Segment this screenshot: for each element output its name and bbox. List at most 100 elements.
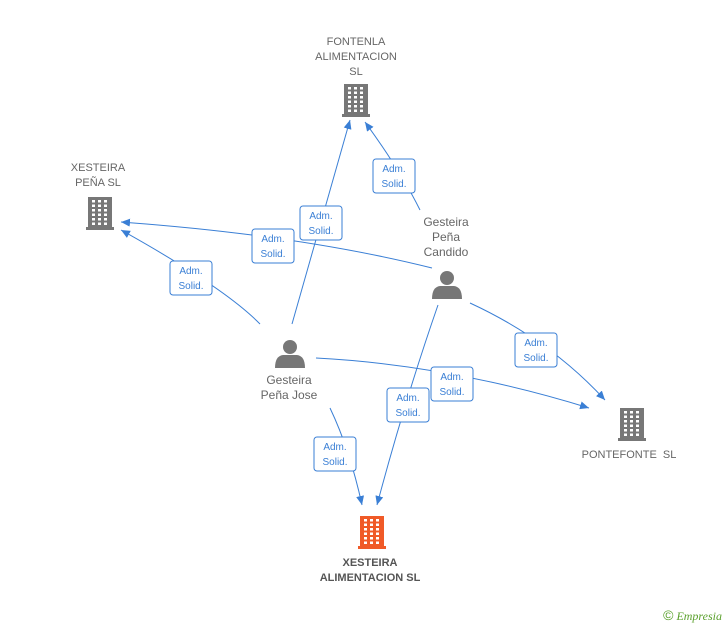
building-window xyxy=(376,519,379,522)
building-window xyxy=(370,528,373,531)
building-window xyxy=(104,209,107,212)
building-window xyxy=(624,429,627,432)
building-icon xyxy=(342,84,370,117)
building-window xyxy=(636,433,639,436)
building-window xyxy=(104,204,107,207)
person-label-line: Peña Jose xyxy=(261,388,318,402)
building-icon xyxy=(86,197,114,230)
building-window xyxy=(636,424,639,427)
badge-jose-xesteira-pena[interactable]: Adm. Solid. xyxy=(169,260,213,296)
building-window xyxy=(354,105,357,108)
footer-brand: ©Empresia xyxy=(663,607,722,624)
building-window xyxy=(354,109,357,112)
building-window xyxy=(92,218,95,221)
building-window xyxy=(376,528,379,531)
building-window xyxy=(92,209,95,212)
building-window xyxy=(364,541,367,544)
building-window xyxy=(98,218,101,221)
building-window xyxy=(104,218,107,221)
badge-line1: Adm. xyxy=(524,338,547,349)
copyright-icon: © xyxy=(663,607,674,623)
company-label-line: PONTEFONTE SL xyxy=(582,449,677,461)
badge-candido-pontefonte[interactable]: Adm. Solid. xyxy=(514,332,558,368)
badge-line1: Adm. xyxy=(261,234,284,245)
badge-jose-xesteira-alimentacion[interactable]: Adm. Solid. xyxy=(313,436,357,472)
badge-line1: Adm. xyxy=(179,266,202,277)
building-window xyxy=(370,519,373,522)
company-label-line: XESTEIRA xyxy=(71,162,126,174)
building-window xyxy=(104,222,107,225)
building-window xyxy=(624,424,627,427)
building-window xyxy=(348,91,351,94)
building-window xyxy=(630,420,633,423)
building-window xyxy=(348,87,351,90)
person-node-candido[interactable]: Gesteira Peña Candido xyxy=(423,215,469,299)
company-node-xesteira-pena[interactable]: XESTEIRA PEÑA SL xyxy=(71,162,126,230)
person-node-jose[interactable]: Gesteira Peña Jose xyxy=(261,340,318,402)
person-icon xyxy=(275,340,305,368)
building-window xyxy=(624,411,627,414)
person-label-line: Gesteira xyxy=(423,215,469,229)
building-window xyxy=(370,532,373,535)
building-window xyxy=(636,420,639,423)
badge-candido-xesteira-alimentacion[interactable]: Adm. Solid. xyxy=(386,387,430,423)
building-window xyxy=(364,528,367,531)
building-window xyxy=(348,105,351,108)
person-icon xyxy=(432,271,462,299)
building-window xyxy=(630,429,633,432)
badge-jose-fontenla[interactable]: Adm. Solid. xyxy=(299,205,343,241)
badge-line2: Solid. xyxy=(439,387,464,398)
building-window xyxy=(630,411,633,414)
badge-jose-pontefonte[interactable]: Adm. Solid. xyxy=(430,366,474,402)
building-window xyxy=(364,537,367,540)
person-label-line: Gesteira xyxy=(266,373,312,387)
building-window xyxy=(360,91,363,94)
building-window xyxy=(104,200,107,203)
badge-line2: Solid. xyxy=(523,353,548,364)
person-label-line: Candido xyxy=(424,245,469,259)
building-icon xyxy=(358,516,386,549)
building-window xyxy=(98,213,101,216)
badge-line2: Solid. xyxy=(308,226,333,237)
building-window xyxy=(636,411,639,414)
building-window xyxy=(370,537,373,540)
building-window xyxy=(348,109,351,112)
badge-line1: Adm. xyxy=(309,211,332,222)
badge-line1: Adm. xyxy=(440,372,463,383)
building-window xyxy=(624,415,627,418)
building-window xyxy=(348,96,351,99)
badge-candido-xesteira-pena[interactable]: Adm. Solid. xyxy=(251,228,295,264)
building-window xyxy=(376,537,379,540)
badge-line2: Solid. xyxy=(322,457,347,468)
building-window xyxy=(360,87,363,90)
badge-line2: Solid. xyxy=(381,179,406,190)
building-window xyxy=(636,429,639,432)
building-window xyxy=(364,519,367,522)
badge-line1: Adm. xyxy=(396,393,419,404)
building-window xyxy=(360,96,363,99)
company-label-line: SL xyxy=(349,66,362,78)
building-window xyxy=(624,420,627,423)
company-node-fontenla[interactable]: FONTENLA ALIMENTACION SL xyxy=(315,36,397,117)
building-window xyxy=(376,532,379,535)
building-window xyxy=(376,523,379,526)
company-node-pontefonte[interactable]: PONTEFONTE SL xyxy=(582,408,677,461)
building-window xyxy=(360,105,363,108)
building-window xyxy=(104,213,107,216)
brand-logo: Empresia xyxy=(676,609,722,623)
person-label-line: Peña xyxy=(432,230,460,244)
company-label-line: FONTENLA xyxy=(327,36,386,48)
building-window xyxy=(370,541,373,544)
building-window xyxy=(92,213,95,216)
building-window xyxy=(360,109,363,112)
edges xyxy=(120,119,606,506)
building-window xyxy=(354,91,357,94)
building-window xyxy=(92,204,95,207)
building-window xyxy=(98,204,101,207)
badge-line2: Solid. xyxy=(178,281,203,292)
building-window xyxy=(348,100,351,103)
badge-candido-fontenla[interactable]: Adm. Solid. xyxy=(372,158,416,194)
company-node-xesteira-alimentacion[interactable]: XESTEIRA ALIMENTACION SL xyxy=(320,516,421,584)
building-window xyxy=(360,100,363,103)
building-window xyxy=(98,209,101,212)
